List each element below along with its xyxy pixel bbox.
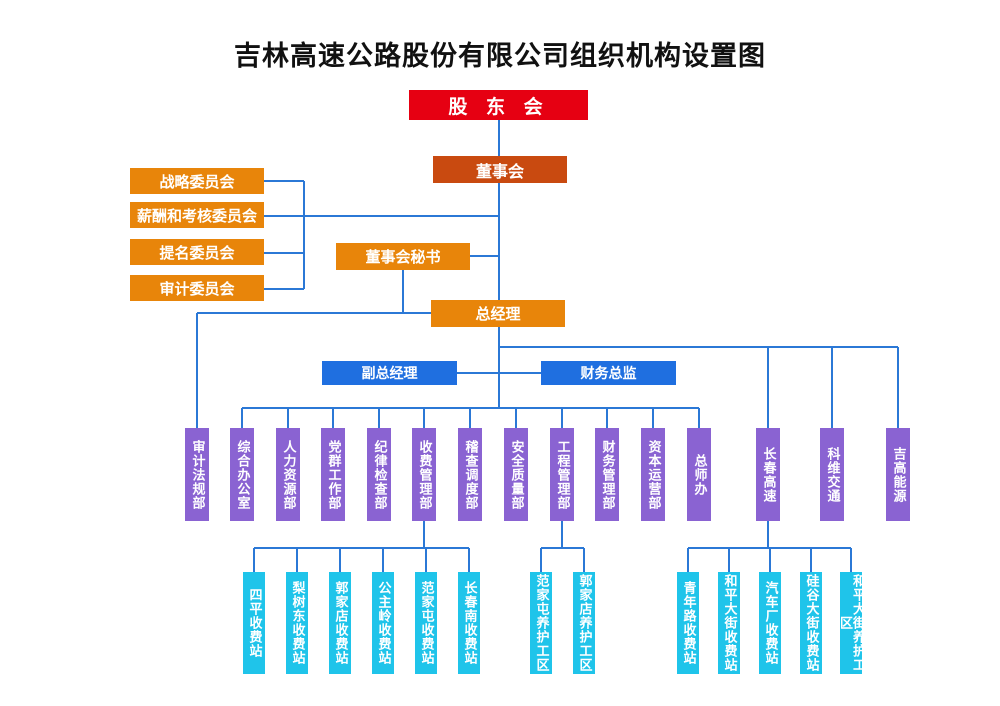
work-area-1: 范家屯养护工区 xyxy=(530,572,552,674)
toll-station-4: 公主岭收费站 xyxy=(372,572,394,674)
committee-4: 审计委员会 xyxy=(130,275,264,301)
changchun-unit-2: 和平大街收费站 xyxy=(718,572,740,674)
department-3: 人力资源部 xyxy=(276,428,300,521)
toll-station-5: 范家屯收费站 xyxy=(415,572,437,674)
changchun-unit-1: 青年路收费站 xyxy=(677,572,699,674)
department-9: 工程管理部 xyxy=(550,428,574,521)
general-manager: 总经理 xyxy=(431,300,565,327)
board-of-directors: 董事会 xyxy=(433,156,567,183)
board-secretary: 董事会秘书 xyxy=(336,243,470,270)
committee-2: 薪酬和考核委员会 xyxy=(130,202,264,228)
deputy-general-manager: 副总经理 xyxy=(322,361,457,385)
department-4: 党群工作部 xyxy=(321,428,345,521)
chief-financial-officer: 财务总监 xyxy=(541,361,676,385)
department-8: 安全质量部 xyxy=(504,428,528,521)
subsidiary-1: 长春高速 xyxy=(756,428,780,521)
toll-station-2: 梨树东收费站 xyxy=(286,572,308,674)
department-11: 资本运营部 xyxy=(641,428,665,521)
department-10: 财务管理部 xyxy=(595,428,619,521)
department-1: 审计法规部 xyxy=(185,428,209,521)
committee-3: 提名委员会 xyxy=(130,239,264,265)
department-5: 纪律检查部 xyxy=(367,428,391,521)
toll-station-3: 郭家店收费站 xyxy=(329,572,351,674)
department-2: 综合办公室 xyxy=(230,428,254,521)
toll-station-1: 四平收费站 xyxy=(243,572,265,674)
department-12: 总师办 xyxy=(687,428,711,521)
committee-1: 战略委员会 xyxy=(130,168,264,194)
department-7: 稽查调度部 xyxy=(458,428,482,521)
chart-title: 吉林高速公路股份有限公司组织机构设置图 xyxy=(234,41,766,72)
department-6: 收费管理部 xyxy=(412,428,436,521)
changchun-unit-5: 和平大街养护工区 xyxy=(837,572,865,674)
toll-station-6: 长春南收费站 xyxy=(458,572,480,674)
changchun-unit-4: 硅谷大街收费站 xyxy=(800,572,822,674)
subsidiary-3: 吉高能源 xyxy=(886,428,910,521)
work-area-2: 郭家店养护工区 xyxy=(573,572,595,674)
changchun-unit-3: 汽车厂收费站 xyxy=(759,572,781,674)
shareholders-meeting: 股 东 会 xyxy=(409,90,588,120)
subsidiary-2: 科维交通 xyxy=(820,428,844,521)
